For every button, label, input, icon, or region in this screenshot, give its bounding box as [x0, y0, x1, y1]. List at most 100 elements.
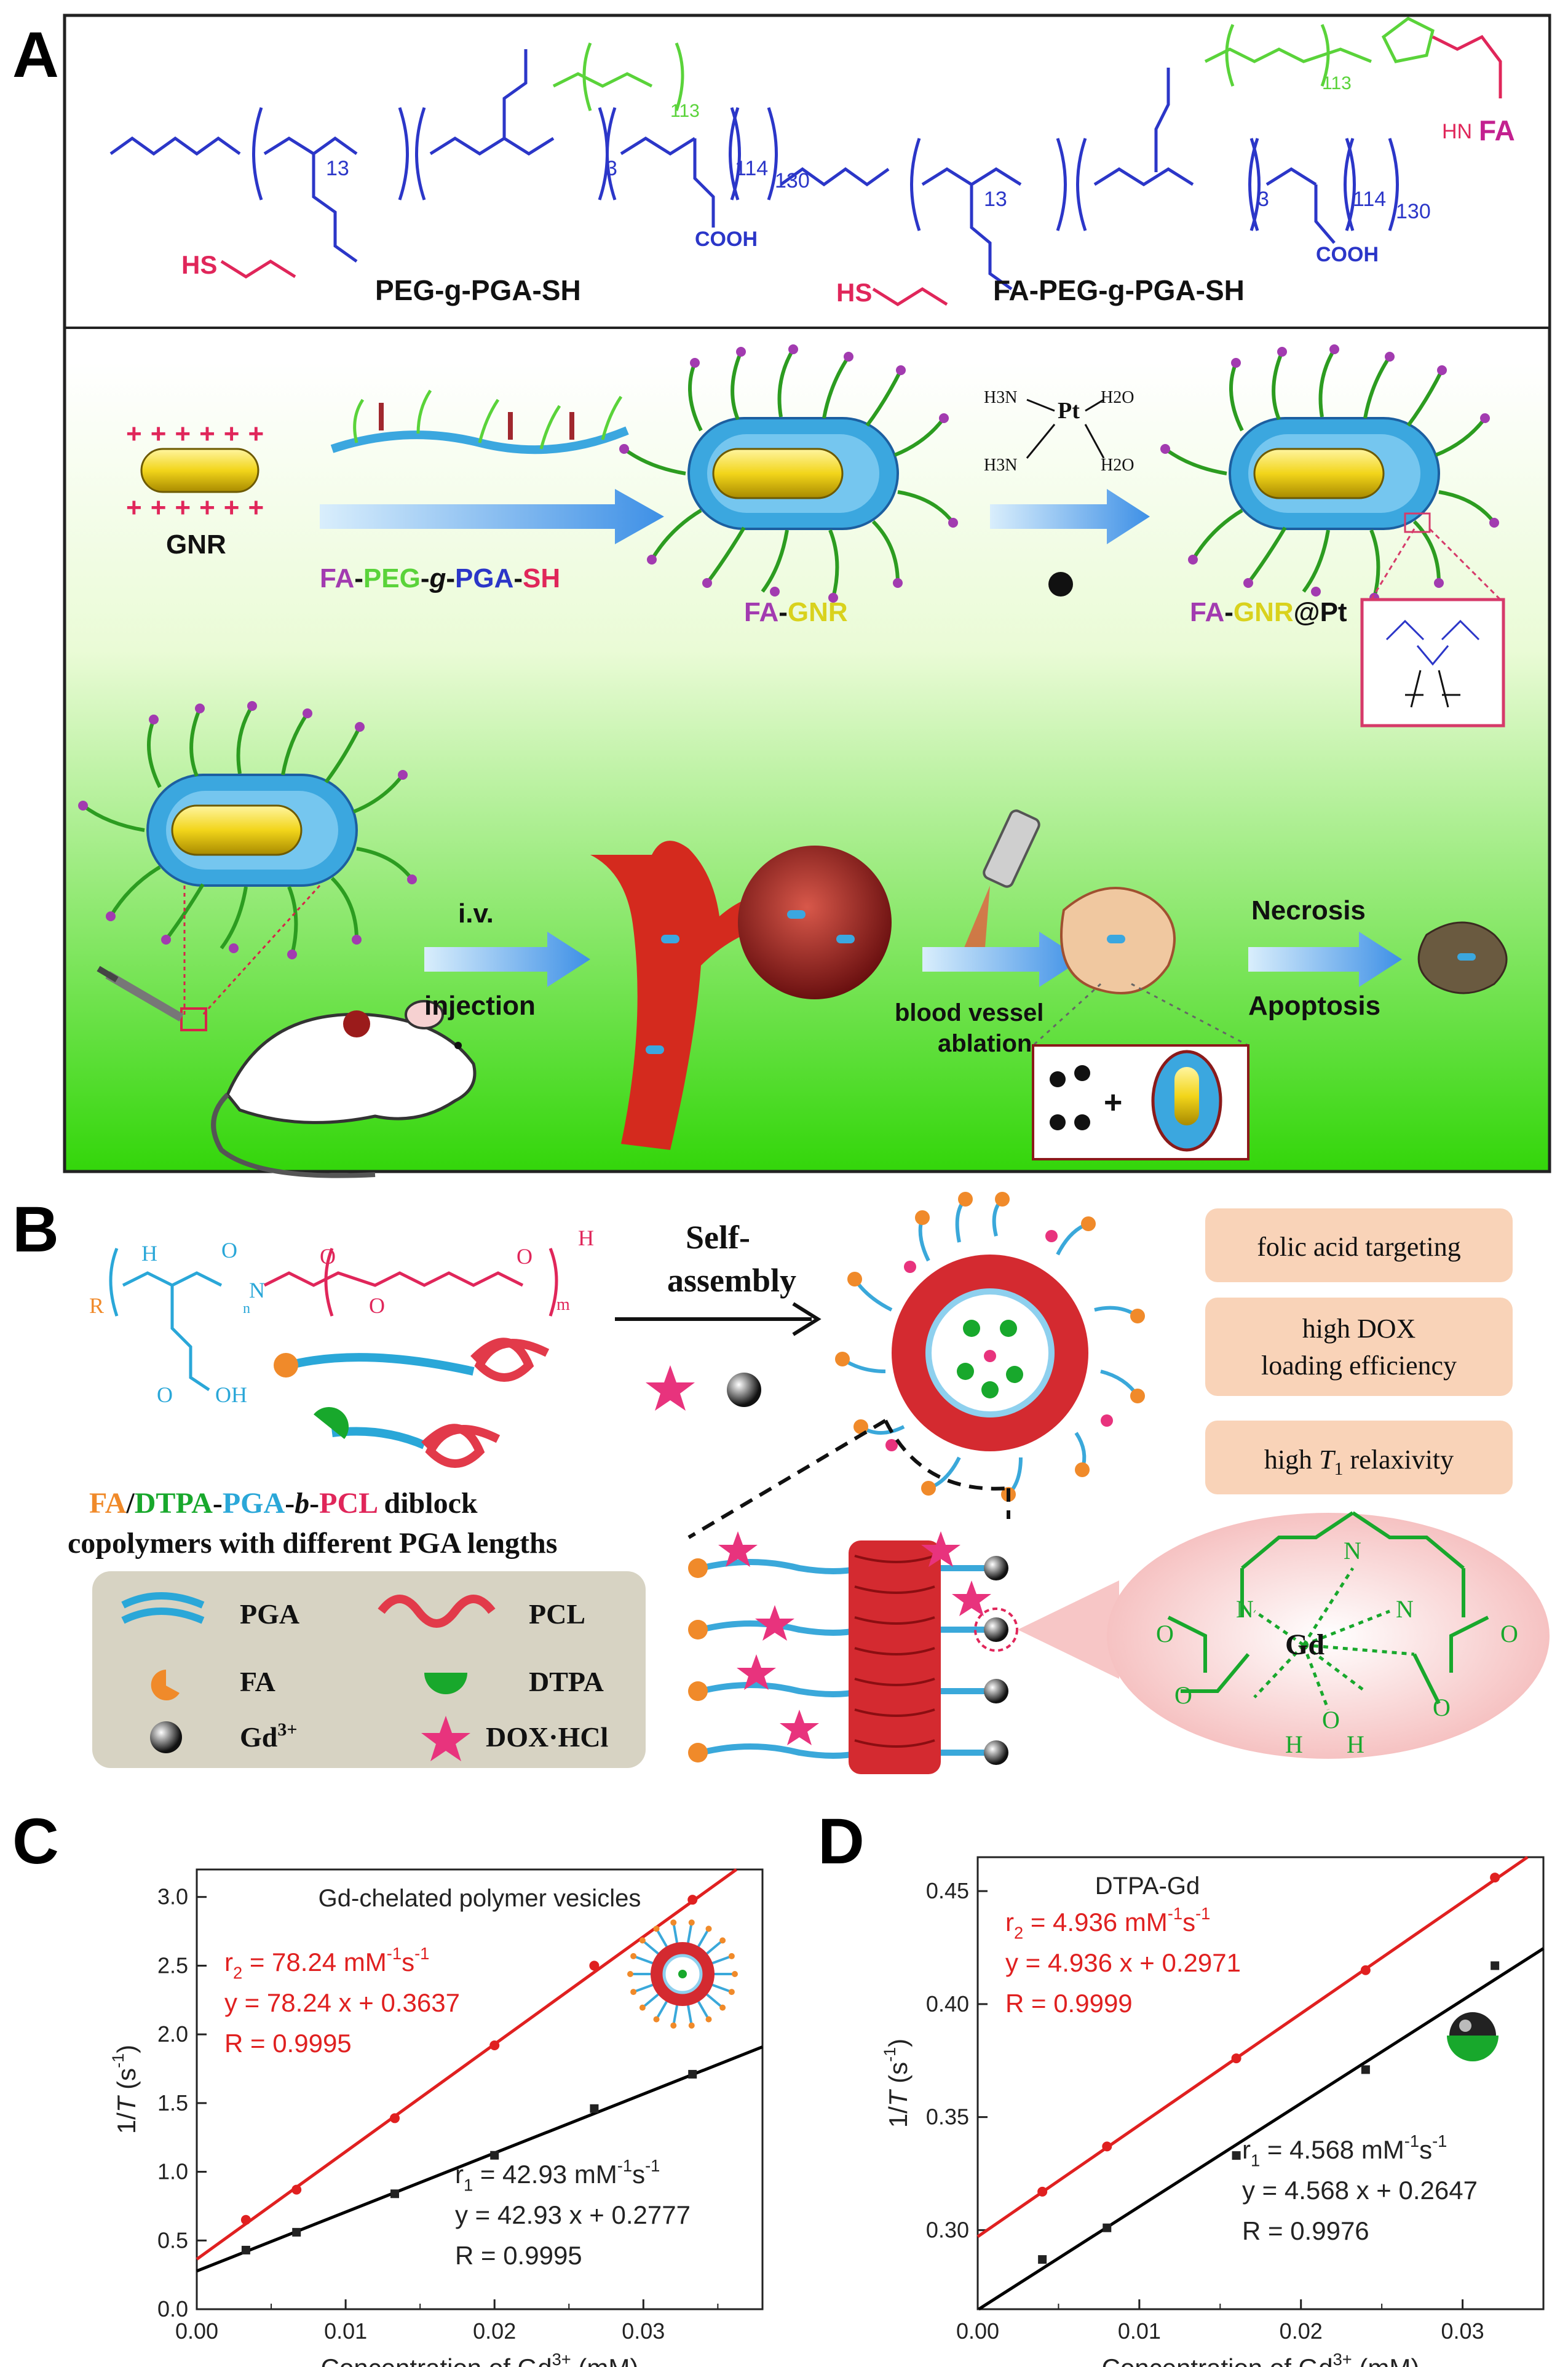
panel-b: R H O N n O O O m H O OH Self- assembly	[68, 1192, 1550, 1774]
y-tick-label: 0.35	[926, 2104, 969, 2130]
fit-line	[196, 2045, 763, 2273]
x-tick-label: 0.00	[956, 2318, 999, 2344]
panel-label-a: A	[12, 19, 59, 91]
plot-frame	[976, 1856, 1545, 2310]
feature-box-1: folic acid targeting	[1205, 1208, 1513, 1282]
data-point	[688, 2069, 697, 2079]
chart-title: Gd-chelated polymer vesicles	[319, 1885, 641, 1912]
arrow-necrosis	[1248, 932, 1402, 987]
poly2-n113: 113	[1322, 73, 1352, 93]
vesicle-glyph	[627, 1919, 738, 2029]
svg-text:folic acid targeting: folic acid targeting	[1257, 1232, 1461, 1262]
poly1-n3: 3	[606, 157, 617, 180]
svg-text:N: N	[1236, 1595, 1254, 1623]
annotation: r1 = 4.568 mM-1s-1	[1242, 2131, 1447, 2170]
struct-o2: O	[320, 1244, 336, 1269]
data-point	[292, 2227, 301, 2237]
annotation: r2 = 78.24 mM-1s-1	[224, 1944, 429, 1983]
data-point	[687, 1895, 698, 1905]
poly1-n114: 114	[735, 157, 768, 180]
annotation: r2 = 4.936 mM-1s-1	[1005, 1904, 1210, 1943]
data-point	[1102, 2141, 1112, 2152]
annotation: r1 = 42.93 mM-1s-1	[455, 2156, 660, 2195]
x-tick-label: 0.02	[473, 2318, 516, 2344]
data-point	[1103, 2223, 1112, 2232]
data-point	[1231, 2053, 1241, 2064]
svg-text:N: N	[1396, 1595, 1414, 1623]
annotation: y = 4.936 x + 0.2971	[1005, 1948, 1241, 1977]
annotation: R = 0.9995	[455, 2241, 582, 2270]
y-tick-label: 1.5	[157, 2090, 188, 2115]
data-point	[1491, 1961, 1500, 1970]
svg-text:++++++: ++++++	[126, 419, 272, 449]
svg-text:O: O	[1500, 1620, 1518, 1647]
y-tick-label: 3.0	[157, 1884, 188, 1909]
diblock-structure	[109, 1248, 558, 1392]
poly1-n113: 113	[670, 101, 700, 121]
y-tick-label: 0.0	[157, 2296, 188, 2321]
panel-label-c: C	[12, 1806, 59, 1877]
x-tick-label: 0.00	[175, 2318, 218, 2344]
feature-box-2: high DOX loading efficiency	[1205, 1298, 1513, 1396]
y-axis-label: 1/T (s-1)	[881, 2039, 913, 2128]
svg-text:high T1 relaxivity: high T1 relaxivity	[1264, 1445, 1454, 1479]
y-tick-label: 0.45	[926, 1878, 969, 1903]
struct-n1: N	[249, 1278, 265, 1302]
struct-o1: O	[221, 1238, 237, 1263]
svg-text:Pt: Pt	[1058, 398, 1080, 424]
poly2-n13: 13	[984, 188, 1007, 211]
ablation-inset: +	[1032, 983, 1249, 1160]
poly2-hn: HN	[1442, 120, 1472, 143]
poly2-n3: 3	[1257, 188, 1269, 211]
x-tick-label: 0.01	[1118, 2318, 1161, 2344]
self-assembly-2: assembly	[667, 1262, 796, 1299]
gnr-bare: ++++++ ++++++	[126, 419, 272, 523]
struct-o5: O	[157, 1382, 173, 1407]
arrow-1	[320, 489, 664, 544]
svg-text:O: O	[1174, 1681, 1192, 1709]
svg-text:H2O: H2O	[1101, 456, 1134, 475]
legend-box: PGA PCL FA DTPA Gd3+ DOX·HCl	[92, 1571, 646, 1768]
svg-text:O: O	[1322, 1706, 1340, 1734]
pt-complex: Pt H3N H2O H3N H2O	[984, 388, 1134, 475]
arrow-laser	[922, 932, 1082, 987]
feature-box-3: high T1 relaxivity	[1205, 1421, 1513, 1494]
injection-label: injection	[424, 991, 536, 1021]
data-point	[1232, 2151, 1241, 2160]
poly1-n130: 130	[775, 169, 810, 192]
y-axis-label: 1/T (s-1)	[109, 2045, 141, 2134]
blood-vessel-tumor	[590, 841, 892, 1150]
svg-text:DOX·HCl: DOX·HCl	[486, 1721, 608, 1753]
annotation: y = 42.93 x + 0.2777	[455, 2200, 691, 2229]
svg-text:PGA: PGA	[240, 1598, 299, 1630]
data-point	[241, 2245, 250, 2254]
ablated-tumor	[1060, 887, 1176, 994]
gnr-label: GNR	[166, 529, 226, 560]
data-point	[390, 2113, 400, 2123]
poly1-n13: 13	[326, 157, 349, 180]
apoptosis-label: Apoptosis	[1248, 991, 1380, 1021]
chart-title: DTPA-Gd	[1095, 1873, 1200, 1900]
fa-gnr-pt-label: FA-GNR@Pt	[1190, 597, 1347, 627]
polymer-strand	[330, 389, 629, 454]
annotation: y = 4.568 x + 0.2647	[1242, 2176, 1478, 2205]
bilayer-zoom	[688, 1531, 1018, 1774]
svg-text:Gd: Gd	[1285, 1628, 1324, 1661]
fit-line	[978, 1947, 1545, 2311]
data-point	[490, 2151, 499, 2160]
dead-tumor	[1417, 921, 1508, 994]
y-tick-label: 0.30	[926, 2217, 969, 2242]
svg-text:O: O	[1156, 1620, 1174, 1647]
poly2-fa: FA	[1479, 114, 1515, 146]
data-point	[1360, 1965, 1371, 1975]
data-point	[589, 1961, 600, 1971]
bva-label-1: blood vessel	[895, 999, 1043, 1026]
caption-line-2: copolymers with different PGA lengths	[68, 1527, 557, 1560]
svg-text:H2O: H2O	[1101, 388, 1134, 407]
fa-gnr-label: FA-GNR	[744, 597, 848, 627]
annotation: R = 0.9976	[1242, 2216, 1369, 2245]
struct-o4: O	[517, 1244, 533, 1269]
self-assembly-1: Self-	[686, 1219, 750, 1256]
svg-text:O: O	[1433, 1694, 1451, 1721]
gd-dtpa-complex: Gd N N N O O O O O H H	[1018, 1511, 1550, 1759]
